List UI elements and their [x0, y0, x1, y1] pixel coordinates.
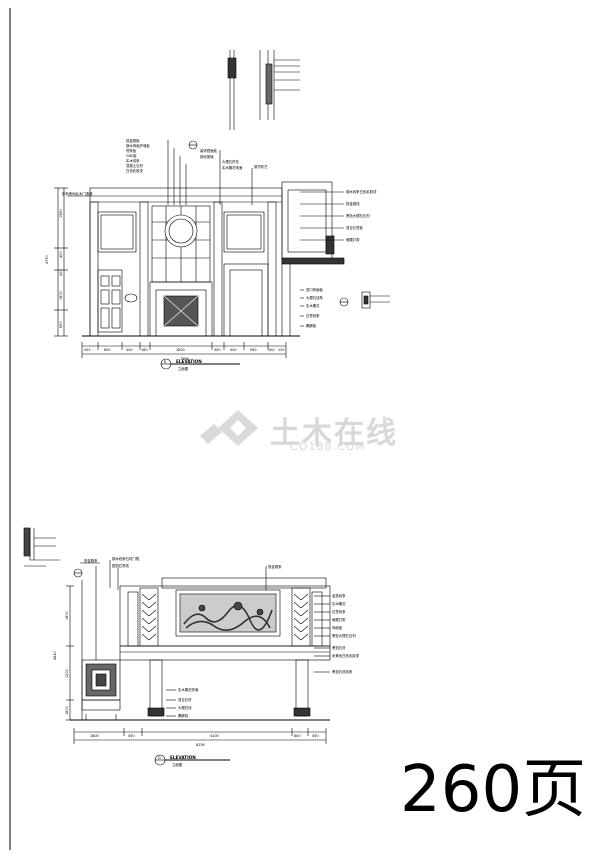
- top-right-label-8: 石膏线条: [306, 313, 320, 318]
- bottom-right-label-7: 米黄色白色乳胶漆: [332, 653, 360, 658]
- watermark-text: 土木在线: [270, 416, 398, 451]
- top-label-7: 装饰镜面板: [200, 148, 218, 153]
- top-label-3: GRC板: [126, 153, 137, 158]
- top-right-label-1: 铁金刚线: [346, 201, 360, 206]
- top-label-8: 钢化玻璃: [200, 154, 214, 159]
- top-right-label-2: 黑色大理石石材: [346, 213, 370, 218]
- top-right-label-7: 实木雕花: [306, 303, 320, 308]
- pilaster-right: [291, 587, 311, 647]
- elevation-bottom-title: ELEVATION: [170, 755, 196, 760]
- dim-top-bottom-7: 940: [250, 348, 256, 352]
- elevation-top-text: ELEVATION 立面图 B 7566 4790 450 800 440 16…: [45, 138, 377, 371]
- top-label-1: 钢木饰面护墙板: [126, 143, 150, 148]
- page-count-label: 260页: [400, 753, 587, 827]
- top-label-2: 膏条板: [126, 148, 137, 153]
- bottom-left-label-1: 钢木线条石材门框: [112, 556, 140, 561]
- elevation-bottom-marker: D: [158, 756, 161, 760]
- bottom-right-label-4: 饰面板: [332, 625, 343, 630]
- painting-frame: [175, 589, 281, 637]
- dim-top-bottom-4: 1800: [176, 348, 185, 352]
- dim-top-left-2: 400: [59, 270, 63, 276]
- top-label-11: 窗帘布艺: [254, 164, 268, 169]
- elevation-bottom-text: ELEVATION 立面图 D 8256 4840 1800 450 4100 …: [53, 556, 360, 767]
- bottom-bottom-label-3: 踢脚线: [178, 713, 189, 718]
- dim-bottom-bottom-4: 450: [312, 734, 318, 738]
- top-label-9: 大理石拼花: [222, 159, 240, 164]
- top-right-label-3: 混合石膏板: [346, 225, 364, 230]
- top-right-label-0: 钢木线条白色乳胶漆: [346, 189, 377, 194]
- bottom-right-label-3: 暗藏灯带: [332, 617, 346, 622]
- dim-top-bottom-1: 800: [104, 348, 110, 352]
- watermark-subtext: CO188.COM: [290, 440, 366, 453]
- elevation-top: [54, 50, 390, 370]
- bottom-right-label-6: 黑色石材: [332, 645, 346, 650]
- elevation-bottom-subtitle: 立面图: [172, 762, 183, 767]
- elevation-bottom-total-width: 8256: [196, 743, 205, 747]
- dim-top-bottom-6: 440: [230, 348, 236, 352]
- dim-top-left-0: 1580: [59, 209, 63, 218]
- section-detail-bottom: [23, 527, 60, 567]
- bottom-bottom-label-0: 实木雕花饰面: [178, 687, 199, 692]
- dim-top-bottom-9: 120: [278, 348, 284, 352]
- bottom-right-label-8: 黑色石材线条: [332, 669, 353, 674]
- bottom-top-label-0: 铁金刚条: [268, 564, 282, 569]
- elevation-top-marker: B: [164, 360, 167, 364]
- top-label-5: 混凝土石材: [126, 163, 144, 168]
- elevation-top-title: ELEVATION: [176, 359, 202, 364]
- top-right-label-9: 踢脚板: [306, 323, 317, 328]
- elevation-bottom-height-total: 4840: [53, 651, 57, 660]
- elevation-bottom: [23, 527, 331, 766]
- dim-top-bottom-5: 300: [214, 348, 220, 352]
- bottom-left-label-0: 铁金刚条: [84, 558, 98, 563]
- bottom-right-label-5: 黑色大理石石材: [332, 633, 356, 638]
- bottom-bottom-label-1: 混合石材: [178, 697, 192, 702]
- elevation-top-subtitle: 立面图: [178, 366, 189, 371]
- dim-bottom-bottom-3: 800: [294, 734, 300, 738]
- dim-top-left-1: 400: [59, 252, 63, 258]
- dim-bottom-left-0: 1800: [65, 611, 69, 620]
- dim-top-left-3: 1800: [59, 291, 63, 300]
- top-label-0: 铁金刚板: [126, 138, 140, 143]
- dim-top-bottom-2: 440: [126, 348, 132, 352]
- dim-bottom-bottom-2: 4100: [210, 734, 219, 738]
- watermark-logo-icon: [200, 410, 258, 446]
- dim-bottom-left-1: 1200: [65, 669, 69, 678]
- top-right-label-4: 暗藏灯带: [346, 237, 360, 242]
- pilaster-left: [139, 587, 159, 647]
- bottom-left-label-2: 银箔石膏线: [112, 563, 130, 568]
- dim-top-bottom-8: 100: [268, 348, 274, 352]
- elevation-top-height-total: 4790: [45, 255, 49, 264]
- top-label-10: 实木雕花饰面: [222, 165, 243, 170]
- mantle: [119, 645, 331, 661]
- elevation-top-total-width: 7566: [180, 357, 189, 361]
- section-detail-top: [227, 50, 300, 130]
- top-label-6: 白色乳胶漆: [126, 168, 144, 173]
- top-label-4: 实木线条: [126, 158, 140, 163]
- bottom-right-label-2: 石膏线条: [332, 609, 346, 614]
- dim-bottom-left-2: 1800: [65, 706, 69, 715]
- dim-top-bottom-0: 450: [84, 348, 90, 352]
- dim-bottom-bottom-0: 1800: [90, 734, 99, 738]
- bottom-bottom-label-2: 大理石线: [178, 705, 192, 710]
- top-left-label-0: 卧柜房间北木门造做: [62, 191, 93, 196]
- dim-bottom-bottom-1: 450: [128, 734, 134, 738]
- top-right-label-5: 进口饰面板: [306, 287, 324, 292]
- top-right-label-6: 大理石线条: [306, 295, 324, 300]
- door-left: [97, 269, 123, 333]
- bottom-right-label-0: 金箔线条: [332, 593, 346, 598]
- bottom-right-label-1: 实木雕花: [332, 601, 346, 606]
- dim-top-bottom-3: 160: [141, 348, 147, 352]
- dim-top-left-4: 650: [59, 322, 63, 328]
